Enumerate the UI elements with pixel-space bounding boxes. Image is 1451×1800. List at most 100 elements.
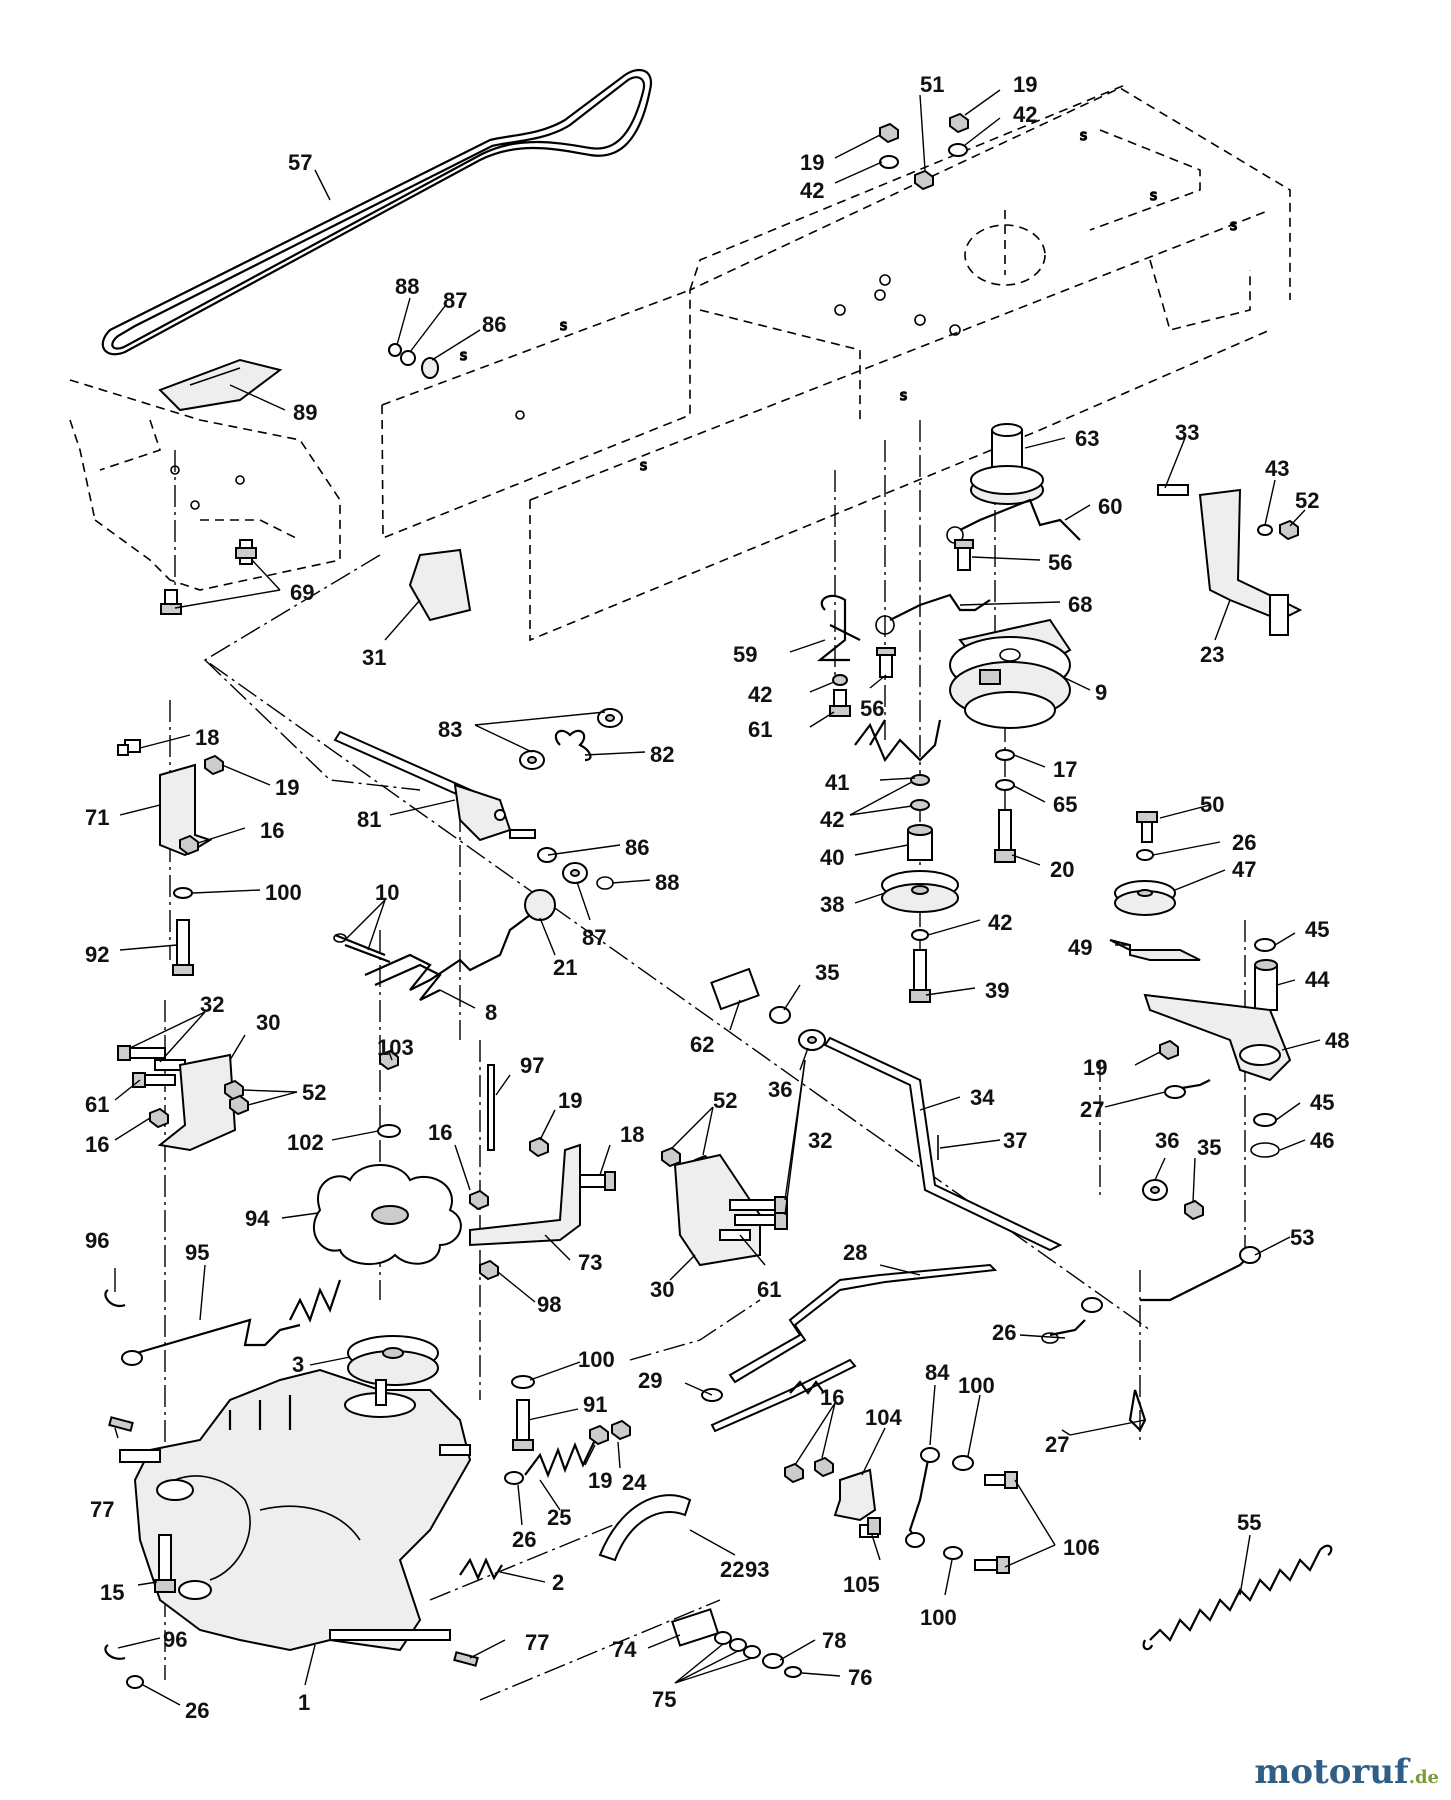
- label-62: 62: [690, 1032, 714, 1057]
- axle-spacer-washers[interactable]: [671, 1608, 802, 1678]
- label-59: 59: [733, 642, 757, 667]
- brake-spring-wire[interactable]: [946, 498, 1081, 544]
- label-21: 21: [553, 955, 577, 980]
- label-15: 15: [100, 1580, 124, 1605]
- bypass-bolt-100-91[interactable]: [511, 1375, 535, 1451]
- extension-spring-55[interactable]: [1142, 1544, 1333, 1651]
- belt-keeper-bracket[interactable]: [408, 548, 472, 622]
- label-32: 32: [808, 1128, 832, 1153]
- rod-link-53[interactable]: [1140, 1246, 1261, 1302]
- label-26: 26: [512, 1527, 536, 1552]
- label-77: 77: [90, 1497, 114, 1522]
- clutch-bolt-lower[interactable]: [876, 647, 896, 678]
- transaxle-housing[interactable]: [119, 1368, 472, 1652]
- label-27: 27: [1080, 1097, 1104, 1122]
- bypass-lever-spring[interactable]: [104, 1279, 342, 1366]
- spring-25-hardware[interactable]: [504, 1419, 631, 1485]
- label-16: 16: [85, 1132, 109, 1157]
- transaxle-mount-bracket-left[interactable]: [117, 1045, 249, 1152]
- label-19: 19: [800, 150, 824, 175]
- label-26: 26: [1232, 830, 1256, 855]
- watermark-text: motoruf: [1254, 1752, 1409, 1792]
- electric-pto-clutch[interactable]: [949, 618, 1072, 729]
- label-84: 84: [925, 1360, 950, 1385]
- return-spring-2[interactable]: [459, 1557, 503, 1581]
- label-106: 106: [1063, 1535, 1100, 1560]
- transaxle-mount-bracket-right[interactable]: [661, 1146, 788, 1267]
- transaxle-bolt[interactable]: [154, 1534, 176, 1593]
- label-28: 28: [843, 1240, 867, 1265]
- label-87: 87: [443, 288, 467, 313]
- clutch-bolt-upper[interactable]: [954, 539, 974, 571]
- label-76: 76: [848, 1665, 872, 1690]
- watermark-suffix: .de: [1408, 1767, 1439, 1788]
- idler-washers-upper[interactable]: [388, 343, 439, 379]
- bracket-hardware[interactable]: [829, 674, 851, 717]
- label-104: 104: [865, 1405, 902, 1430]
- rod-clip-hardware[interactable]: [1041, 1297, 1147, 1432]
- motion-control-rod[interactable]: [710, 967, 1063, 1252]
- clevis-pins[interactable]: [333, 933, 391, 964]
- clutch-stop-bracket[interactable]: [816, 594, 861, 662]
- transaxle-fan-pulley[interactable]: [313, 1049, 462, 1386]
- belt-guide[interactable]: [158, 358, 283, 412]
- axle-clip-washer[interactable]: [104, 1644, 144, 1689]
- label-69: 69: [290, 580, 314, 605]
- frame-bolts[interactable]: [160, 539, 257, 615]
- svg-text:S: S: [560, 320, 567, 333]
- pedal-bracket-left[interactable]: [117, 739, 224, 976]
- label-20: 20: [1050, 857, 1074, 882]
- label-73: 73: [578, 1250, 602, 1275]
- linkage-bracket-assembly[interactable]: [784, 1447, 1018, 1574]
- idler-pulley-right[interactable]: [1109, 811, 1201, 961]
- clutch-wire[interactable]: [875, 593, 991, 635]
- callout-labels: 57 51 19 42 19 42 88 87 86 89 69 31 63 6…: [85, 72, 1349, 1723]
- bypass-rod-bracket[interactable]: [469, 1064, 616, 1281]
- svg-text:S: S: [900, 390, 907, 403]
- label-3: 3: [292, 1352, 304, 1377]
- label-52: 52: [1295, 488, 1319, 513]
- pivot-hardware-top[interactable]: [879, 112, 969, 191]
- parking-brake-lever[interactable]: [364, 889, 556, 1001]
- brake-return-spring[interactable]: [854, 719, 942, 763]
- svg-text:S: S: [1150, 190, 1157, 203]
- label-38: 38: [820, 892, 844, 917]
- svg-text:S: S: [1230, 220, 1237, 233]
- label-61: 61: [85, 1092, 109, 1117]
- label-96: 96: [163, 1627, 187, 1652]
- label-18: 18: [195, 725, 219, 750]
- svg-text:S: S: [1080, 130, 1087, 143]
- shaft-end-hardware[interactable]: [537, 847, 614, 890]
- label-52: 52: [713, 1088, 737, 1113]
- svg-text:S: S: [460, 350, 467, 363]
- idler-arm-assembly[interactable]: [1143, 938, 1292, 1082]
- callout-leaders: [114, 89, 1321, 1706]
- label-37: 37: [1003, 1128, 1027, 1153]
- speed-control-rods[interactable]: [701, 1263, 998, 1433]
- label-83: 83: [438, 717, 462, 742]
- label-35: 35: [1197, 1135, 1221, 1160]
- axle-keys[interactable]: [108, 1416, 479, 1667]
- label-56: 56: [1048, 550, 1072, 575]
- brake-cross-shaft[interactable]: [333, 730, 536, 842]
- label-31: 31: [362, 645, 386, 670]
- label-2: 2: [552, 1570, 564, 1595]
- label-30: 30: [650, 1277, 674, 1302]
- clutch-spacer-pulley[interactable]: [970, 423, 1044, 505]
- drive-belt[interactable]: [101, 68, 653, 356]
- label-65: 65: [1053, 792, 1077, 817]
- shaft-spring-washers[interactable]: [519, 708, 623, 770]
- idler-pulley-assembly[interactable]: [881, 774, 959, 1003]
- label-44: 44: [1305, 967, 1330, 992]
- label-46: 46: [1310, 1128, 1334, 1153]
- label-19: 19: [275, 775, 299, 800]
- label-100: 100: [578, 1347, 615, 1372]
- label-30: 30: [256, 1010, 280, 1035]
- label-68: 68: [1068, 592, 1092, 617]
- clutch-bracket-assembly[interactable]: [1157, 484, 1303, 636]
- label-19: 19: [558, 1088, 582, 1113]
- label-42: 42: [800, 178, 824, 203]
- vent-hose[interactable]: [598, 1494, 692, 1562]
